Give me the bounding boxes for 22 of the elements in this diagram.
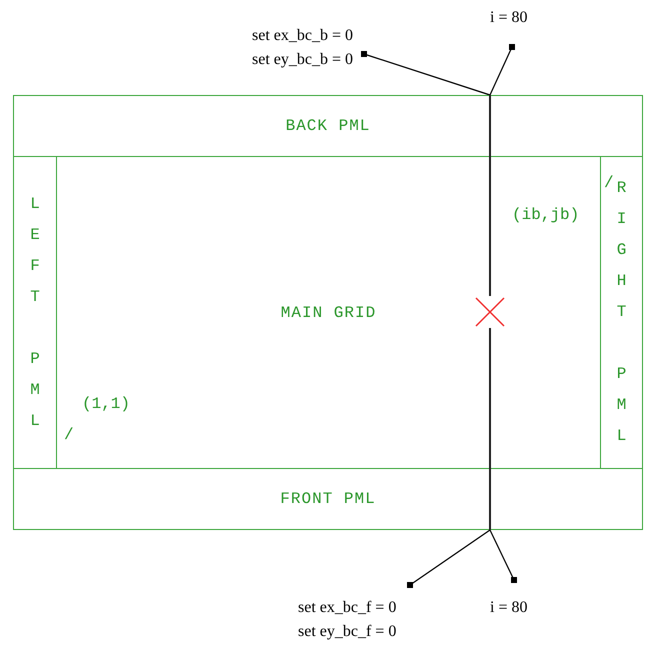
leader-line (489, 44, 515, 96)
annotation-text: i = 80 (490, 6, 550, 30)
pml-band (600, 156, 643, 469)
corner-mark: / (64, 426, 74, 444)
vertical-region-label: LEFT PML (30, 194, 40, 432)
leader-line (361, 51, 490, 96)
annotation-text: set ex_bc_b = 0 set ey_bc_b = 0 (252, 24, 362, 72)
corner-mark: / (604, 174, 614, 192)
coordinate-label: (ib,jb) (512, 206, 580, 224)
region-label: BACK PML (286, 117, 370, 135)
annotation-text: i = 80 (490, 596, 550, 620)
leader-line (489, 530, 517, 583)
grid-line (489, 95, 491, 530)
pml-band (13, 156, 57, 469)
coordinate-label: (1,1) (82, 395, 130, 413)
pml-band (13, 95, 643, 157)
region-label: MAIN GRID (280, 304, 376, 322)
region-label: FRONT PML (280, 490, 376, 508)
annotation-text: set ex_bc_f = 0 set ey_bc_f = 0 (298, 596, 408, 644)
pml-band (13, 468, 643, 530)
vertical-region-label: RIGHT PML (616, 178, 626, 447)
leader-line (407, 530, 490, 588)
